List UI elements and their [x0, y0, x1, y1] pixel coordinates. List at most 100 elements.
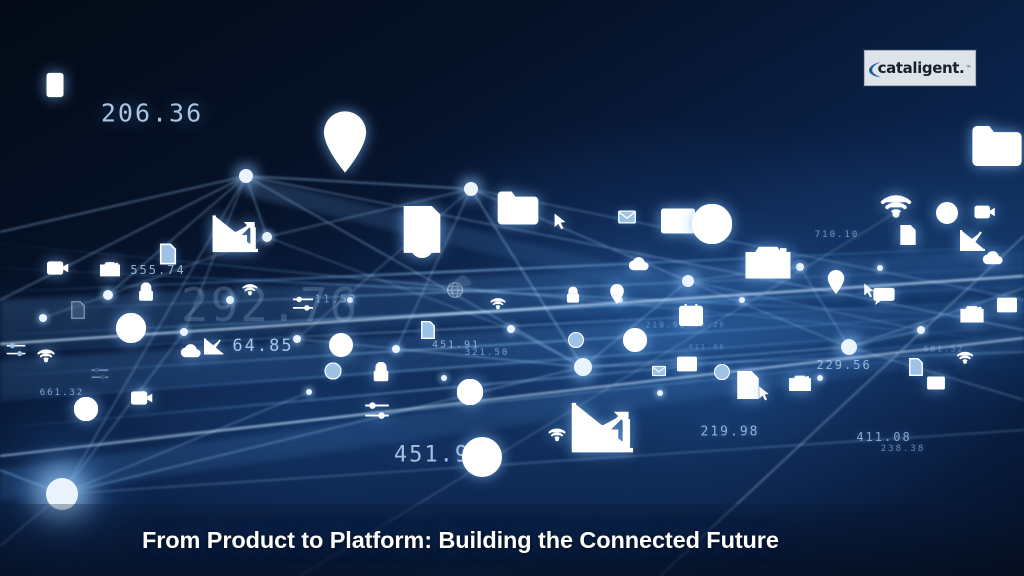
- data-number: 681.52: [923, 344, 965, 354]
- data-number: 451.9: [393, 442, 471, 468]
- network-node: [739, 297, 745, 303]
- wifi-left-icon: [35, 347, 57, 363]
- cloud-right-icon: [982, 251, 1004, 266]
- line-chart-small-icon: [204, 338, 224, 355]
- data-number: 411.08: [856, 430, 912, 444]
- mail-right-icon: [997, 297, 1017, 313]
- clipboard-icon: [737, 371, 759, 399]
- pin-right-icon: [827, 270, 845, 295]
- user-bottom-icon: [714, 364, 730, 380]
- data-number: 555.74: [130, 263, 186, 277]
- network-node: [239, 169, 253, 183]
- mail-bottom-2-icon: [652, 365, 666, 377]
- lock-icon: [373, 362, 390, 382]
- network-node: [682, 275, 694, 287]
- doc-right-icon: [909, 358, 923, 376]
- network-node: [796, 263, 804, 271]
- camera-right-icon: [960, 306, 984, 323]
- smartphone-icon: [46, 72, 64, 98]
- play-button-icon-2: [74, 397, 98, 421]
- monitor-icon: [47, 261, 69, 276]
- settings-sliders-icon: [364, 401, 390, 421]
- map-pin-icon: [322, 111, 368, 173]
- data-number: 661.32: [39, 388, 85, 398]
- mail-small-icon: [618, 210, 636, 224]
- pie-chart-icon: [116, 313, 146, 343]
- play-button-icon: [457, 379, 483, 405]
- network-node: [392, 345, 400, 353]
- cloud-faint-icon: [454, 275, 472, 287]
- network-node: [917, 326, 925, 334]
- network-node: [103, 290, 113, 300]
- lock-center-icon: [566, 286, 580, 304]
- cloud-center-icon: [628, 257, 650, 272]
- network-node: [507, 325, 515, 333]
- camera-icon: [745, 246, 791, 279]
- calendar-icon: [679, 304, 703, 326]
- wifi-center-icon: [489, 296, 508, 310]
- chat-icon: [872, 287, 896, 305]
- doc-left-icon: [71, 301, 85, 319]
- network-node: [347, 297, 353, 303]
- slide-title: From Product to Platform: Building the C…: [142, 526, 779, 553]
- data-number: 292.76: [180, 278, 360, 332]
- sliders-mid-icon: [292, 296, 314, 313]
- network-node: [574, 358, 592, 376]
- mail-icon: [661, 208, 695, 234]
- equalizer-icon: [6, 342, 26, 358]
- network-node: [841, 339, 857, 355]
- shield-lock-icon: [138, 282, 155, 302]
- network-node: [39, 314, 47, 322]
- wifi-small-2-icon: [241, 282, 260, 296]
- network-node: [464, 182, 478, 196]
- logo-lockup: cataligent. ™: [868, 59, 972, 78]
- logo-trademark: ™: [965, 64, 972, 72]
- mail-far-icon: [927, 376, 945, 390]
- video-icon-2: [131, 391, 153, 406]
- network-node: [877, 265, 883, 271]
- pin-center-icon: [610, 284, 625, 305]
- data-number: 219.98: [645, 320, 687, 330]
- globe-faint-icon: [447, 282, 463, 298]
- line-chart-icon: [960, 229, 986, 251]
- cataligent-logo: cataligent. ™: [864, 50, 976, 86]
- data-number: 229.56: [816, 358, 872, 372]
- cloud-icon: [180, 344, 202, 359]
- network-node: [226, 296, 234, 304]
- globe-large-icon: [462, 437, 502, 477]
- network-node: [441, 375, 447, 381]
- cursor-icon: [554, 213, 567, 231]
- data-number: 219.98: [700, 424, 760, 440]
- folder-icon: [497, 191, 539, 225]
- user-circle-icon: [324, 362, 342, 380]
- data-number: 451.91: [431, 339, 481, 351]
- bar-chart-arrow-icon: [571, 401, 633, 456]
- camera-bottom-icon: [789, 375, 811, 391]
- title-banner: From Product to Platform: Building the C…: [0, 504, 1024, 576]
- pie-chart-right-icon: [623, 328, 647, 352]
- user-center-icon: [568, 332, 584, 348]
- data-number: 64.85: [232, 336, 294, 356]
- logo-swoosh-icon: [868, 62, 881, 78]
- wifi-small-icon: [547, 426, 568, 442]
- folder-open-icon: [972, 126, 1022, 166]
- mail-bottom-icon: [677, 356, 697, 372]
- video-icon: [974, 205, 996, 219]
- doc-list-icon: [421, 321, 435, 339]
- network-node: [306, 389, 312, 395]
- data-number: 665.20: [688, 321, 726, 329]
- data-number: 11.52: [314, 292, 358, 306]
- cursor-right-icon: [863, 283, 875, 299]
- bar-chart-icon: [212, 214, 258, 254]
- data-number: 411.08: [688, 343, 726, 351]
- document-icon-2: [159, 243, 177, 265]
- wifi-right-icon: [955, 350, 975, 365]
- network-node: [293, 335, 301, 343]
- network-node: [817, 375, 823, 381]
- globe-mid-icon: [329, 333, 353, 357]
- data-number: 206.36: [100, 98, 204, 128]
